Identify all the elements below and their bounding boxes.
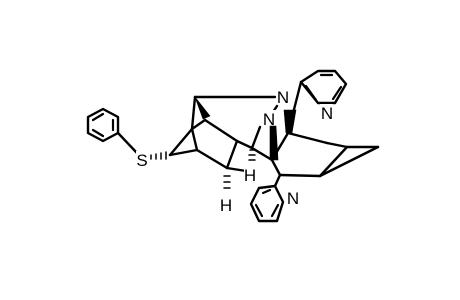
hydrogen-upper: H <box>244 166 256 185</box>
bond-pyridine-top <box>286 80 303 135</box>
svg-text:H: H <box>220 196 232 215</box>
nitrogen-upper: N <box>276 88 289 107</box>
svg-text:N: N <box>263 110 275 129</box>
svg-text:N: N <box>321 104 333 123</box>
sulfur-atom: S <box>136 151 148 170</box>
pyridine-top-nitrogen: N <box>320 104 333 123</box>
pyridine-bottom-nitrogen: N <box>287 189 300 208</box>
left-cage <box>168 95 254 173</box>
bond-phenyl-s <box>116 131 139 155</box>
svg-text:S: S <box>136 151 147 170</box>
central-core <box>250 125 380 188</box>
pyridine-ring-bottom <box>249 184 285 223</box>
svg-text:H: H <box>244 166 256 185</box>
hashed-bond-h-upper <box>248 149 256 161</box>
wedge-bridgehead <box>194 96 211 120</box>
svg-text:N: N <box>287 189 299 208</box>
hashed-bond-s <box>150 151 167 160</box>
svg-text:N: N <box>277 88 289 107</box>
nitrogen-lower: N <box>263 110 276 129</box>
hydrogen-lower: H <box>220 196 232 215</box>
wedge-lower-n <box>269 125 279 161</box>
pyridine-ring-top <box>299 69 348 105</box>
phenyl-ring <box>86 107 120 143</box>
hashed-bond-h-lower <box>223 175 231 189</box>
